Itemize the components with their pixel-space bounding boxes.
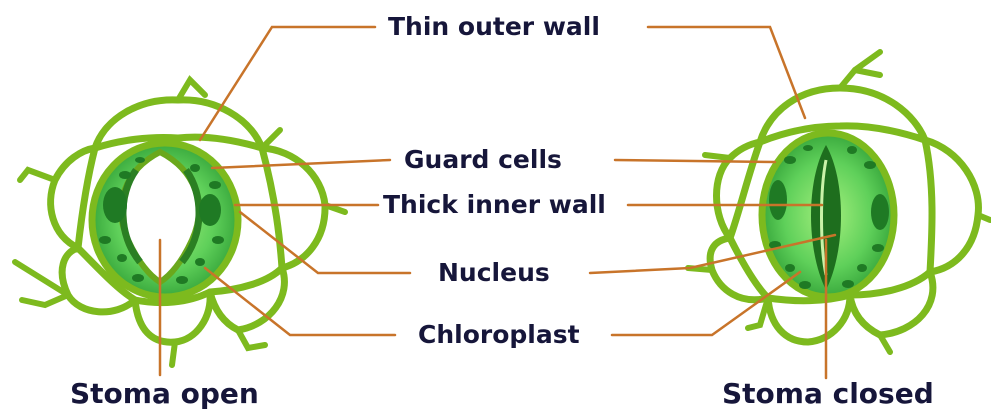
label-chloroplast: Chloroplast: [418, 322, 580, 347]
stoma-open-illustration: [15, 80, 345, 365]
caption-stoma-open: Stoma open: [70, 380, 259, 408]
stoma-closed-illustration: [688, 52, 990, 352]
guard-cells-open: [92, 143, 238, 297]
guard-cells-closed: [762, 133, 894, 297]
label-thick-inner-wall: Thick inner wall: [383, 192, 606, 217]
label-nucleus: Nucleus: [438, 260, 550, 285]
label-thin-outer-wall: Thin outer wall: [388, 14, 600, 39]
caption-stoma-closed: Stoma closed: [722, 380, 934, 408]
label-guard-cells: Guard cells: [404, 147, 562, 172]
